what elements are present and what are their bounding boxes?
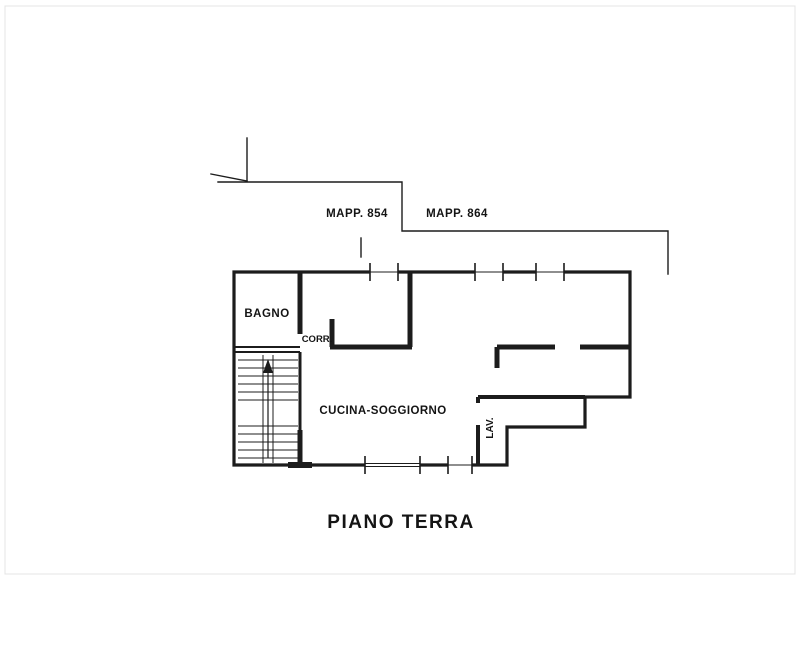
plan-title: PIANO TERRA (327, 512, 474, 533)
window-symbols-top (369, 263, 565, 281)
window-symbol (474, 263, 504, 281)
window-symbol (364, 456, 421, 474)
parcel-label-right: MAPP. 864 (426, 208, 488, 220)
staircase (238, 355, 298, 463)
window-symbol (369, 263, 399, 281)
room-label-corridoio: CORR. (302, 334, 333, 345)
room-label-cucina-soggiorno: CUCINA-SOGGIORNO (319, 405, 446, 417)
scan-frame (4, 5, 796, 575)
parcel-label-left: MAPP. 854 (326, 208, 388, 220)
property-boundary-lines (210, 137, 669, 275)
stair-arrow-icon (263, 359, 273, 373)
room-label-bagno: BAGNO (244, 308, 289, 320)
building-outline (232, 270, 632, 467)
room-label-lavanderia: LAV. (485, 417, 496, 438)
window-symbol (535, 263, 565, 281)
window-symbol (447, 456, 473, 474)
interior-walls (234, 272, 630, 465)
